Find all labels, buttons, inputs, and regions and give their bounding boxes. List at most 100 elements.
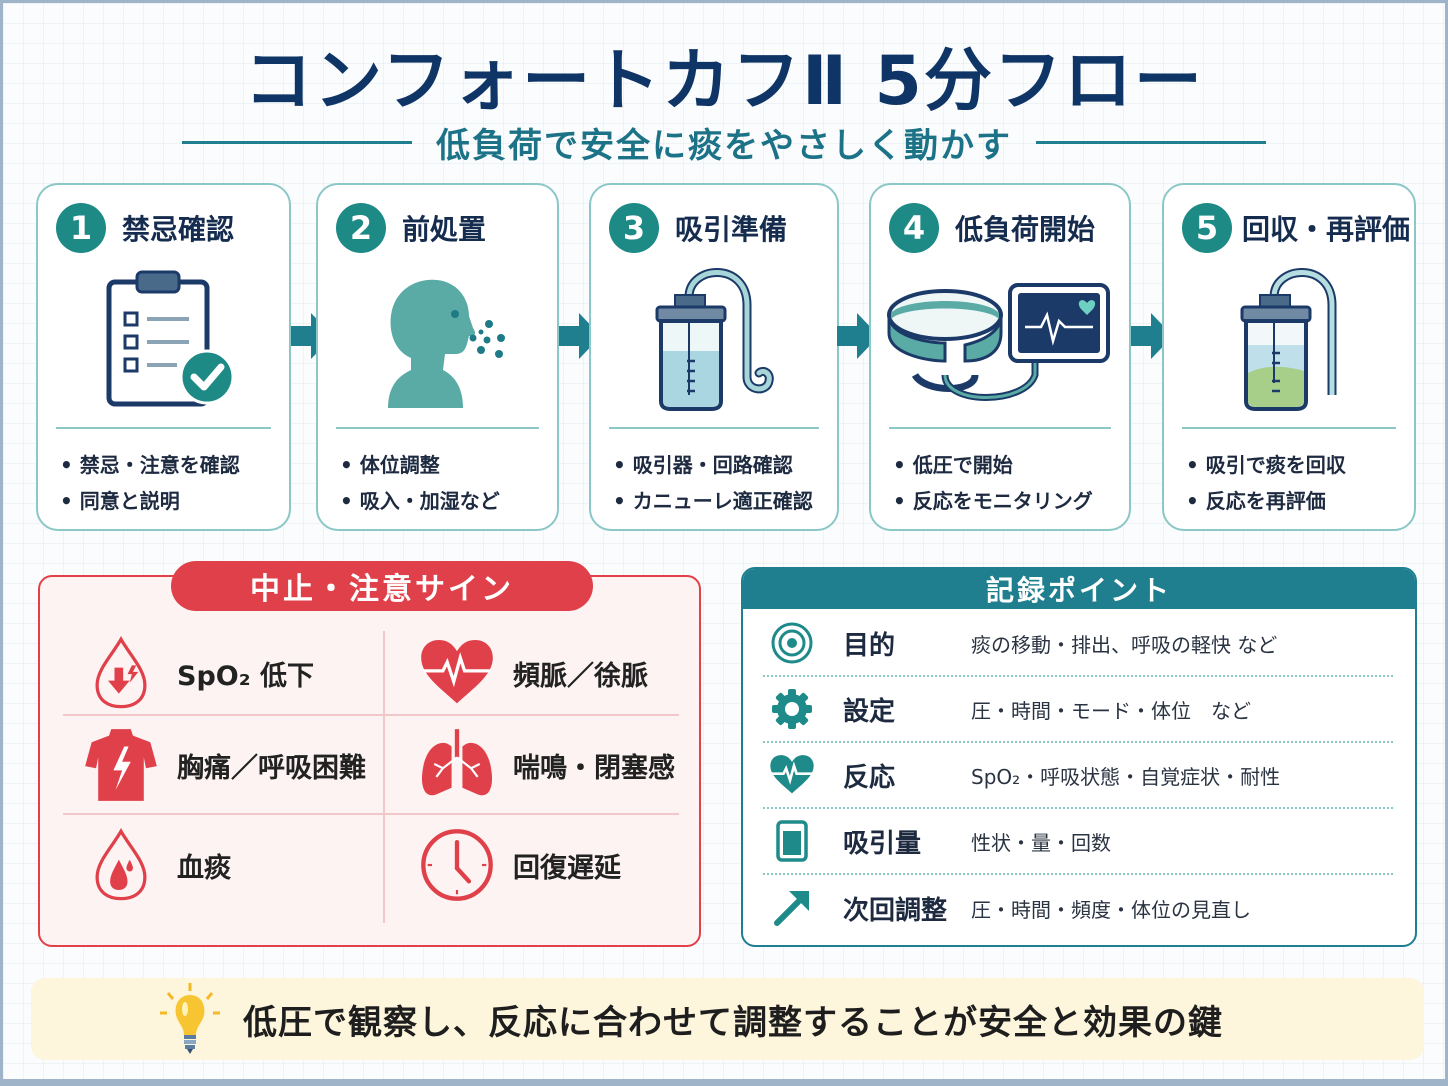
infographic-canvas: コンフォートカフⅡ 5分フロー 低負荷で安全に痰をやさしく動かす 1 禁忌確認: [3, 3, 1445, 1079]
step-items: 低圧で開始 反応をモニタリング: [893, 447, 1119, 519]
target-icon: [763, 621, 821, 665]
stop-sign-item: 喘鳴・閉塞感: [419, 723, 675, 807]
step-item: 反応を再評価: [1186, 483, 1404, 519]
step-items: 吸引器・回路確認 カニューレ適正確認: [613, 447, 827, 519]
step-title: 禁忌確認: [122, 213, 235, 246]
step-header: 2 前処置: [336, 203, 486, 253]
stop-sign-label: 回復遅延: [513, 852, 621, 884]
step-header: 4 低負荷開始: [889, 203, 1095, 253]
record-key: 設定: [843, 696, 896, 727]
step-items: 吸引で痰を回収 反応を再評価: [1186, 447, 1404, 519]
grid-divider: [63, 714, 679, 716]
step-number-badge: 3: [609, 203, 659, 253]
lungs-icon: [421, 729, 493, 796]
step-header: 1 禁忌確認: [56, 203, 234, 253]
stop-sign-label: 胸痛／呼吸困難: [177, 752, 366, 784]
stop-sign-item: 頻脈／徐脈: [419, 631, 648, 715]
cuff-monitor-icon: [871, 265, 1129, 415]
stop-sign-item: 血痰: [83, 823, 231, 907]
stop-signs-grid: SpO₂ 低下 頻脈／徐脈 胸痛／呼吸困難 喘鳴・閉塞感: [63, 631, 679, 923]
step-title: 回収・再評価: [1242, 213, 1411, 246]
head-inhalation-icon: [318, 265, 557, 415]
step-item: 反応をモニタリング: [893, 483, 1119, 519]
step-header: 5 回収・再評価: [1182, 203, 1410, 253]
blood-drop-icon: [95, 828, 147, 901]
subtitle-line-right: [1036, 141, 1266, 144]
flow-arrow-icon: [837, 313, 879, 359]
collection-bottle-icon: [1164, 265, 1414, 415]
step-item: カニューレ適正確認: [613, 483, 827, 519]
step-number-badge: 5: [1182, 203, 1232, 253]
step-items: 禁忌・注意を確認 同意と説明: [60, 447, 279, 519]
step-card-3: 3 吸引準備 吸引器・回路確認 カニューレ適正確認: [589, 183, 839, 531]
stop-sign-item: SpO₂ 低下: [83, 631, 314, 715]
step-number-badge: 1: [56, 203, 106, 253]
stop-sign-label: 喘鳴・閉塞感: [513, 752, 675, 784]
record-key: 反応: [843, 762, 896, 793]
subtitle-line-left: [182, 141, 412, 144]
subtitle: 低負荷で安全に痰をやさしく動かす: [436, 126, 1012, 166]
container-icon: [763, 819, 821, 863]
step-divider: [56, 427, 271, 429]
key-tip-banner: 低圧で観察し、反応に合わせて調整することが安全と効果の鍵: [31, 978, 1424, 1060]
record-key: 次回調整: [843, 895, 948, 926]
stop-sign-label: 頻脈／徐脈: [513, 660, 648, 692]
step-divider: [1182, 427, 1396, 429]
arrow-up-right-icon: [763, 887, 821, 929]
flow-arrow-icon: [559, 313, 601, 359]
step-item: 禁忌・注意を確認: [60, 447, 279, 483]
gear-icon: [763, 687, 821, 731]
record-value: 圧・時間・モード・体位 など: [971, 698, 1251, 723]
record-value: 圧・時間・頻度・体位の見直し: [971, 897, 1251, 922]
key-tip-text: 低圧で観察し、反応に合わせて調整することが安全と効果の鍵: [243, 1002, 1223, 1043]
record-value: SpO₂・呼吸状態・自覚症状・耐性: [971, 764, 1281, 789]
stop-sign-item: 回復遅延: [419, 823, 621, 907]
subtitle-row: 低負荷で安全に痰をやさしく動かす: [3, 118, 1445, 167]
step-item: 吸入・加湿など: [340, 483, 547, 519]
record-value: 痰の移動・排出、呼吸の軽快 など: [971, 632, 1278, 657]
record-row: 次回調整 圧・時間・頻度・体位の見直し: [763, 875, 1393, 941]
stop-sign-label: SpO₂ 低下: [177, 660, 314, 692]
clock-icon: [421, 829, 493, 901]
record-points-panel: 記録ポイント 目的 痰の移動・排出、呼吸の軽快 など: [741, 567, 1417, 947]
step-item: 吸引器・回路確認: [613, 447, 827, 483]
record-row: 吸引量 性状・量・回数: [763, 809, 1393, 875]
chest-pain-icon: [85, 729, 157, 801]
step-divider: [609, 427, 819, 429]
step-items: 体位調整 吸入・加湿など: [340, 447, 547, 519]
lightbulb-icon: [159, 983, 221, 1055]
suction-bottle-icon: [591, 265, 837, 415]
step-card-2: 2 前処置 体位調整 吸入・加湿など: [316, 183, 559, 531]
stop-sign-label: 血痰: [177, 852, 231, 884]
step-divider: [889, 427, 1111, 429]
step-number-badge: 2: [336, 203, 386, 253]
step-number-badge: 4: [889, 203, 939, 253]
step-item: 吸引で痰を回収: [1186, 447, 1404, 483]
flow-arrow-icon: [291, 313, 333, 359]
step-card-1: 1 禁忌確認 禁忌・注意を確認 同意と説明: [36, 183, 291, 531]
step-item: 低圧で開始: [893, 447, 1119, 483]
flow-arrow-icon: [1131, 313, 1173, 359]
record-key: 吸引量: [843, 828, 922, 859]
step-divider: [336, 427, 539, 429]
record-points-title: 記録ポイント: [743, 569, 1415, 609]
record-key: 目的: [843, 630, 896, 661]
oxygen-drop-icon: [95, 636, 147, 709]
record-row: 設定 圧・時間・モード・体位 など: [763, 677, 1393, 743]
stop-sign-item: 胸痛／呼吸困難: [83, 723, 366, 807]
stop-signs-title: 中止・注意サイン: [171, 561, 593, 611]
grid-divider: [383, 631, 385, 923]
record-row: 目的 痰の移動・排出、呼吸の軽快 など: [763, 611, 1393, 677]
record-row: 反応 SpO₂・呼吸状態・自覚症状・耐性: [763, 743, 1393, 809]
step-item: 同意と説明: [60, 483, 279, 519]
grid-divider: [63, 813, 679, 815]
record-value: 性状・量・回数: [971, 830, 1111, 855]
step-title: 低負荷開始: [955, 213, 1096, 246]
page-title: コンフォートカフⅡ 5分フロー: [244, 42, 1204, 121]
step-item: 体位調整: [340, 447, 547, 483]
step-title: 前処置: [402, 213, 487, 246]
step-card-5: 5 回収・再評価 吸引で痰を回収 反応を再評価: [1162, 183, 1416, 531]
heart-pulse-icon: [421, 640, 493, 704]
step-header: 3 吸引準備: [609, 203, 787, 253]
step-card-4: 4 低負荷開始 低圧で開始 反応をモニタリング: [869, 183, 1131, 531]
